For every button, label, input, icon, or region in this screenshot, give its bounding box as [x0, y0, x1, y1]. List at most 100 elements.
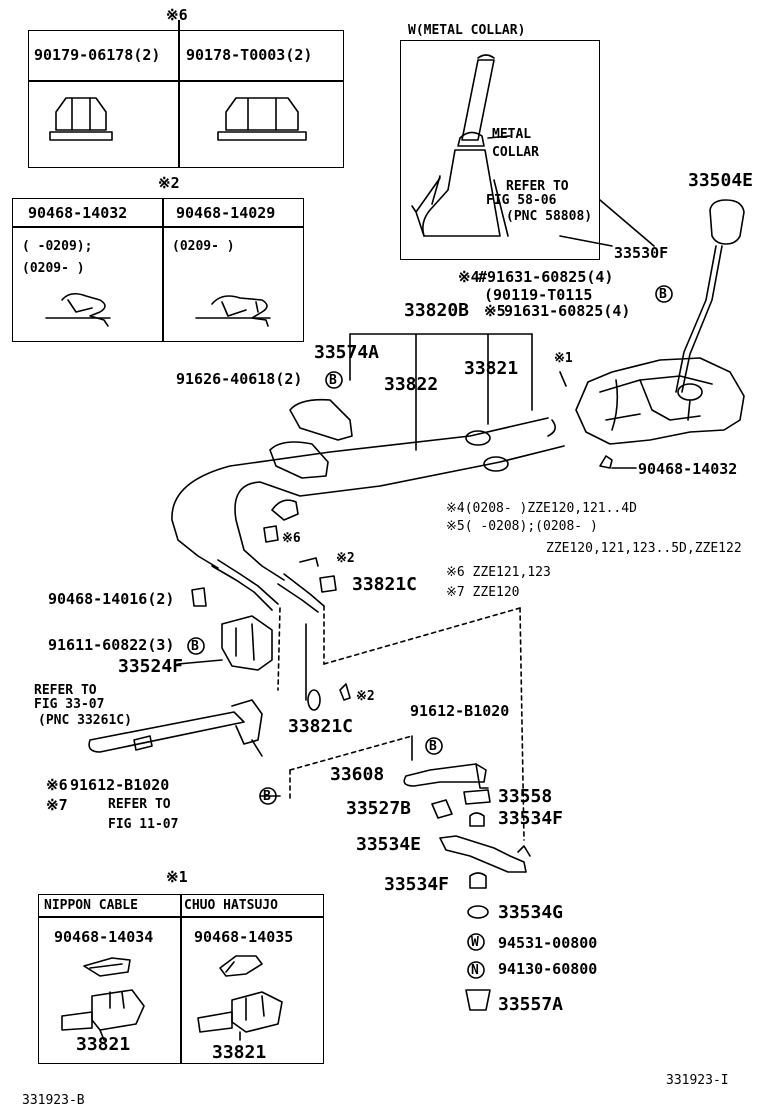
clip-right-icon	[195, 295, 271, 327]
legend-bottom-left-head: NIPPON CABLE	[44, 898, 138, 913]
note-5: ※5( -0208);(0208- )	[446, 519, 598, 534]
part-33524F: 33524F	[118, 656, 184, 677]
flange-nut-left-icon	[49, 97, 113, 141]
clip-left-icon	[45, 292, 111, 327]
part-33534F-a: 33534F	[498, 808, 564, 829]
cable-end-right-icon	[197, 991, 283, 1041]
legend-mid-mark: ※2	[158, 174, 180, 192]
mark-2b: ※2	[356, 689, 375, 704]
legend-mid-right-range: (0209- )	[172, 239, 235, 254]
shift-boot-illustration	[411, 54, 511, 237]
legend-bottom-right-head: CHUO HATSUJO	[184, 898, 278, 913]
detail-w-refer: REFER TO	[506, 179, 569, 194]
cover-plate-illustration	[289, 398, 353, 441]
part-90468-14032: 90468-14032	[638, 460, 738, 478]
part-33574A: 33574A	[314, 342, 380, 363]
part-33527B: 33527B	[346, 798, 412, 819]
circle-b-5: B	[263, 789, 271, 804]
note-5-models: ZZE120,121,123..5D,ZZE122	[546, 541, 742, 556]
part-33534G: 33534G	[498, 902, 564, 923]
circle-n: N	[471, 963, 479, 978]
part-33530F: 33530F	[614, 244, 669, 262]
note-6: ※6 ZZE121,123	[446, 565, 551, 580]
flange-nut-right-icon	[217, 97, 307, 141]
legend-bottom-left-part: 90468-14034	[54, 928, 154, 946]
note-7-fig: FIG 11-07	[108, 817, 179, 832]
select-lever-arm-illustration	[439, 835, 531, 873]
footer-right-code: 331923-I	[666, 1073, 729, 1088]
legend-bottom-right-33821: 33821	[212, 1042, 267, 1063]
detail-w-box	[400, 40, 600, 260]
part-33820B: 33820B	[404, 300, 470, 321]
footer-left-code: 331923-B	[22, 1093, 85, 1108]
detail-w-metal: METAL	[492, 127, 532, 142]
part-91626-40618: 91626-40618(2)	[176, 370, 303, 388]
cable-end-left-icon	[61, 989, 145, 1041]
part-94130-60800: 94130-60800	[498, 960, 598, 978]
shift-lever-arm-illustration	[403, 763, 489, 789]
note-7-text: REFER TO	[108, 797, 171, 812]
legend-mid-right-part: 90468-14029	[176, 204, 276, 222]
part-90119-T0115: (90119-T0115	[484, 286, 593, 304]
bottom-clip-right-icon	[219, 955, 263, 977]
legend-top-box	[28, 30, 344, 168]
cable-bracket-illustration	[177, 615, 273, 671]
shift-lever-illustration	[675, 245, 723, 393]
note-7: ※7 ZZE120	[446, 585, 520, 600]
detail-w-collar: COLLAR	[492, 145, 539, 160]
mark-6: ※6	[282, 531, 301, 546]
legend-top-left-part: 90179-06178(2)	[34, 46, 161, 64]
legend-top-mark: ※6	[166, 6, 188, 24]
circle-b-2: B	[329, 373, 337, 388]
legend-bottom-right-part: 90468-14035	[194, 928, 294, 946]
circle-b-4: B	[429, 739, 437, 754]
ref-3307-line3: (PNC 33261C)	[38, 713, 132, 728]
bottom-clip-left-icon	[83, 957, 131, 977]
part-91611-60822: 91611-60822(3)	[48, 636, 175, 654]
part-33608: 33608	[330, 764, 385, 785]
part-91631-60825-5: 91631-60825(4)	[504, 302, 631, 320]
transmission-lever-illustration	[88, 699, 263, 757]
annot-5-mark: ※5	[484, 302, 506, 320]
shift-lever-housing-illustration	[575, 357, 745, 445]
legend-mid-box	[12, 198, 304, 342]
legend-top-right-part: 90178-T0003(2)	[186, 46, 313, 64]
knob-bushing-illustration	[465, 989, 491, 1011]
part-33557A: 33557A	[498, 994, 564, 1015]
detail-w-fig: FIG 58-06	[486, 193, 557, 208]
detail-w-title: W(METAL COLLAR)	[408, 23, 526, 38]
note-7-mark: ※7	[46, 796, 68, 814]
legend-bottom-mark: ※1	[166, 868, 188, 886]
part-94531-00800: 94531-00800	[498, 934, 598, 952]
bushing-33527B-illustration	[431, 799, 453, 819]
part-33504E: 33504E	[688, 170, 754, 191]
legend-mid-left-range2: (0209- )	[22, 261, 85, 276]
part-91612-B1020-a: 91612-B1020	[410, 702, 510, 720]
part-33534E: 33534E	[356, 834, 422, 855]
bushing-33558-illustration	[463, 789, 491, 805]
part-33822: 33822	[384, 374, 439, 395]
circle-b-1: B	[659, 287, 667, 302]
ref-3307-line1: REFER TO	[34, 683, 97, 698]
legend-mid-left-part: 90468-14032	[28, 204, 128, 222]
select-cable-illustration	[234, 445, 565, 613]
legend-bottom-left-33821: 33821	[76, 1034, 131, 1055]
circle-b-3: B	[191, 639, 199, 654]
part-90468-14016: 90468-14016(2)	[48, 590, 175, 608]
part-33821: 33821	[464, 358, 519, 379]
annot-4-mark: ※4	[458, 268, 480, 286]
mark-2a: ※2	[336, 551, 355, 566]
part-33558: 33558	[498, 786, 553, 807]
ref-3307-line2: FIG 33-07	[34, 697, 105, 712]
detail-w-pnc: (PNC 58808)	[506, 209, 593, 224]
part-91631-60825-4: #91631-60825(4)	[478, 268, 614, 286]
mark-1: ※1	[554, 351, 573, 366]
shift-cable-illustration	[171, 417, 556, 611]
small-clip-illustration	[599, 455, 613, 469]
part-33821C-a: 33821C	[352, 574, 418, 595]
shift-knob-illustration	[709, 199, 745, 245]
part-33534F-b: 33534F	[384, 874, 450, 895]
legend-mid-left-range1: ( -0209);	[22, 239, 93, 254]
note-6-part: 91612-B1020	[70, 776, 170, 794]
